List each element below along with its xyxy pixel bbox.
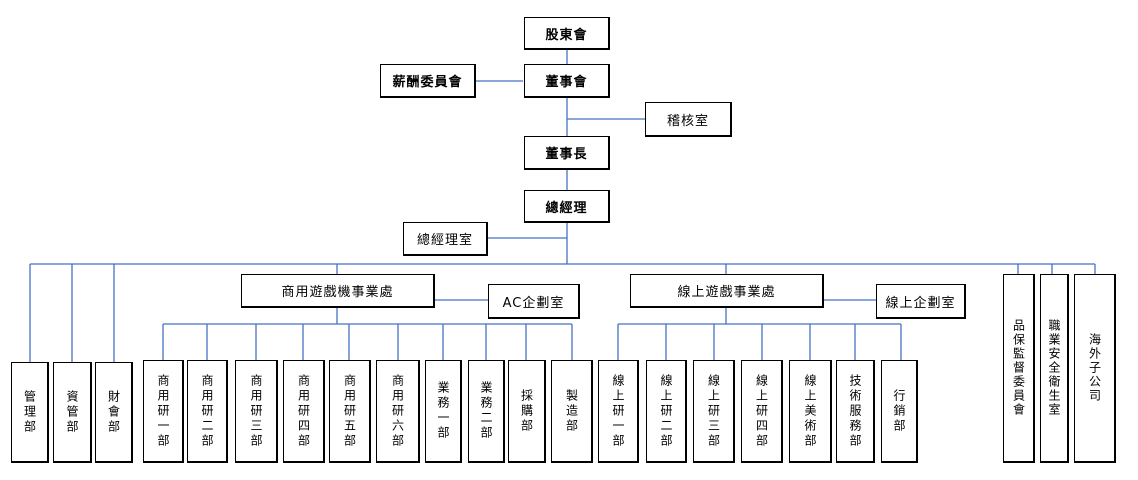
node-commercial-rd4: 商用研四部 <box>283 360 325 463</box>
node-compensation-committee: 薪酬委員會 <box>380 64 476 98</box>
node-safety-office: 職業安全衛生室 <box>1040 274 1069 463</box>
node-ac-planning-office: AC企劃室 <box>488 284 580 319</box>
node-online-planning-office: 線上企劃室 <box>876 284 966 319</box>
node-online-division: 線上遊戲事業處 <box>630 274 824 308</box>
node-finance-dept: 財會部 <box>95 362 133 463</box>
node-commercial-rd2: 商用研二部 <box>187 360 228 463</box>
node-online-rd3: 線上研三部 <box>693 360 735 463</box>
node-general-manager: 總經理 <box>524 190 610 223</box>
node-shareholders: 股東會 <box>524 17 610 50</box>
node-chairman: 董事長 <box>524 136 610 170</box>
node-tech-service-dept: 技術服務部 <box>836 360 875 463</box>
node-commercial-rd5: 商用研五部 <box>329 360 371 463</box>
node-board: 董事會 <box>524 64 610 98</box>
node-sales1-dept: 業務一部 <box>425 360 462 463</box>
node-online-rd2: 線上研二部 <box>646 360 687 463</box>
node-online-art-dept: 線上美術部 <box>789 360 832 463</box>
node-online-rd4: 線上研四部 <box>741 360 783 463</box>
node-it-dept: 資管部 <box>53 362 92 463</box>
node-manufacturing-dept: 製造部 <box>551 360 593 463</box>
node-qa-committee: 品保監督委員會 <box>1003 274 1035 463</box>
node-online-rd1: 線上研一部 <box>598 360 639 463</box>
node-commercial-rd6: 商用研六部 <box>376 360 420 463</box>
node-commercial-rd3: 商用研三部 <box>235 360 278 463</box>
node-overseas-subsidiaries: 海外子公司 <box>1074 274 1116 463</box>
node-purchasing-dept: 採購部 <box>508 360 546 463</box>
node-management-dept: 管理部 <box>11 362 49 463</box>
node-audit-office: 稽核室 <box>645 102 732 137</box>
node-gm-office: 總經理室 <box>403 222 488 256</box>
node-commercial-rd1: 商用研一部 <box>143 360 184 463</box>
node-sales2-dept: 業務二部 <box>468 360 505 463</box>
node-commercial-division: 商用遊戲機事業處 <box>241 274 435 308</box>
node-marketing-dept: 行銷部 <box>881 360 918 463</box>
